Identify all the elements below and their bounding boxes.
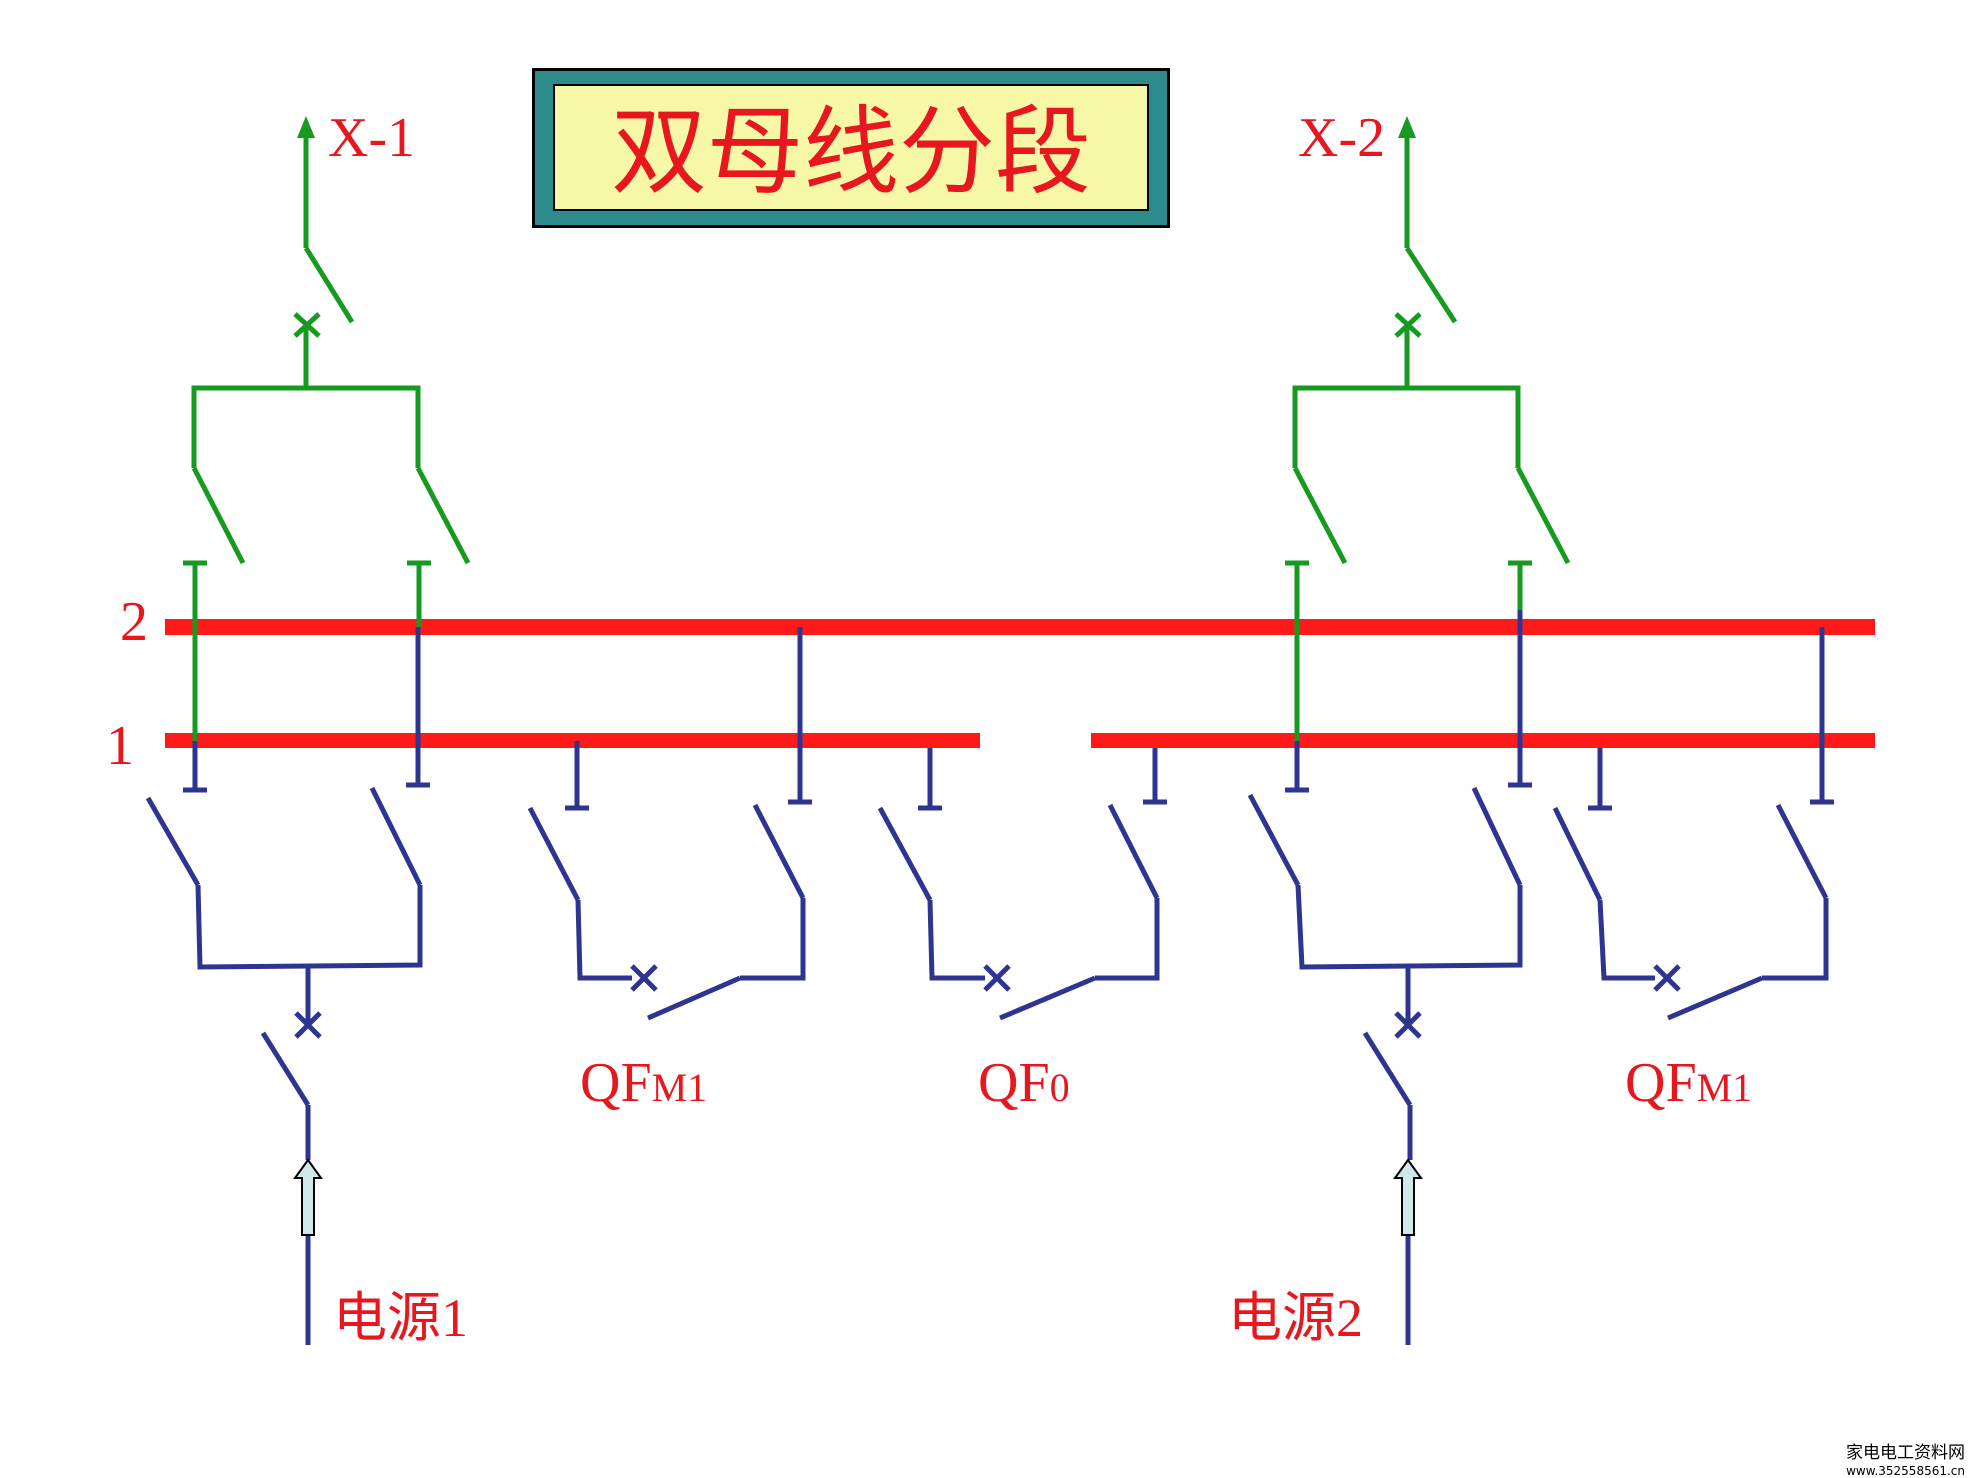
source-2-label: 电源2 xyxy=(1228,1288,1363,1348)
bus-coupler-left xyxy=(527,627,812,1021)
title-box: 双母线分段 xyxy=(532,68,1170,228)
qf0-label: QF0 xyxy=(978,1052,1070,1114)
bus-1-section-b xyxy=(1091,733,1875,748)
bus-2 xyxy=(165,619,1875,635)
bus-2-label: 2 xyxy=(120,591,148,653)
source-2-arrow-icon xyxy=(1393,1158,1423,1236)
watermark-line-1: 家电电工资料网 xyxy=(1846,1443,1965,1463)
watermark-line-2: www.352558561.cn xyxy=(1846,1464,1965,1478)
source-1-arrow-icon xyxy=(293,1158,323,1236)
bus-1-label: 1 xyxy=(106,715,134,777)
bus-coupler-right xyxy=(1552,627,1834,1021)
watermark: 家电电工资料网 www.352558561.cn xyxy=(1846,1443,1965,1478)
feeder-x2-label: X-2 xyxy=(1298,107,1385,169)
bus-1-section-a xyxy=(165,733,980,748)
feeder-x1-label: X-1 xyxy=(328,107,415,169)
arrow-up-icon xyxy=(297,116,315,138)
feeder-x1 xyxy=(183,116,471,741)
source-1-label: 电源1 xyxy=(333,1288,468,1348)
section-breaker xyxy=(877,748,1167,1021)
source-1-circuit xyxy=(145,627,430,1345)
feeder-x2 xyxy=(1285,116,1571,741)
source-2-circuit xyxy=(1247,610,1532,1345)
busbars: 2 1 xyxy=(106,591,1875,777)
qfm1-left-label: QFM1 xyxy=(580,1052,707,1114)
diagram-title: 双母线分段 xyxy=(611,96,1091,208)
arrow-up-icon xyxy=(1398,116,1416,138)
qfm1-right-label: QFM1 xyxy=(1625,1052,1752,1114)
